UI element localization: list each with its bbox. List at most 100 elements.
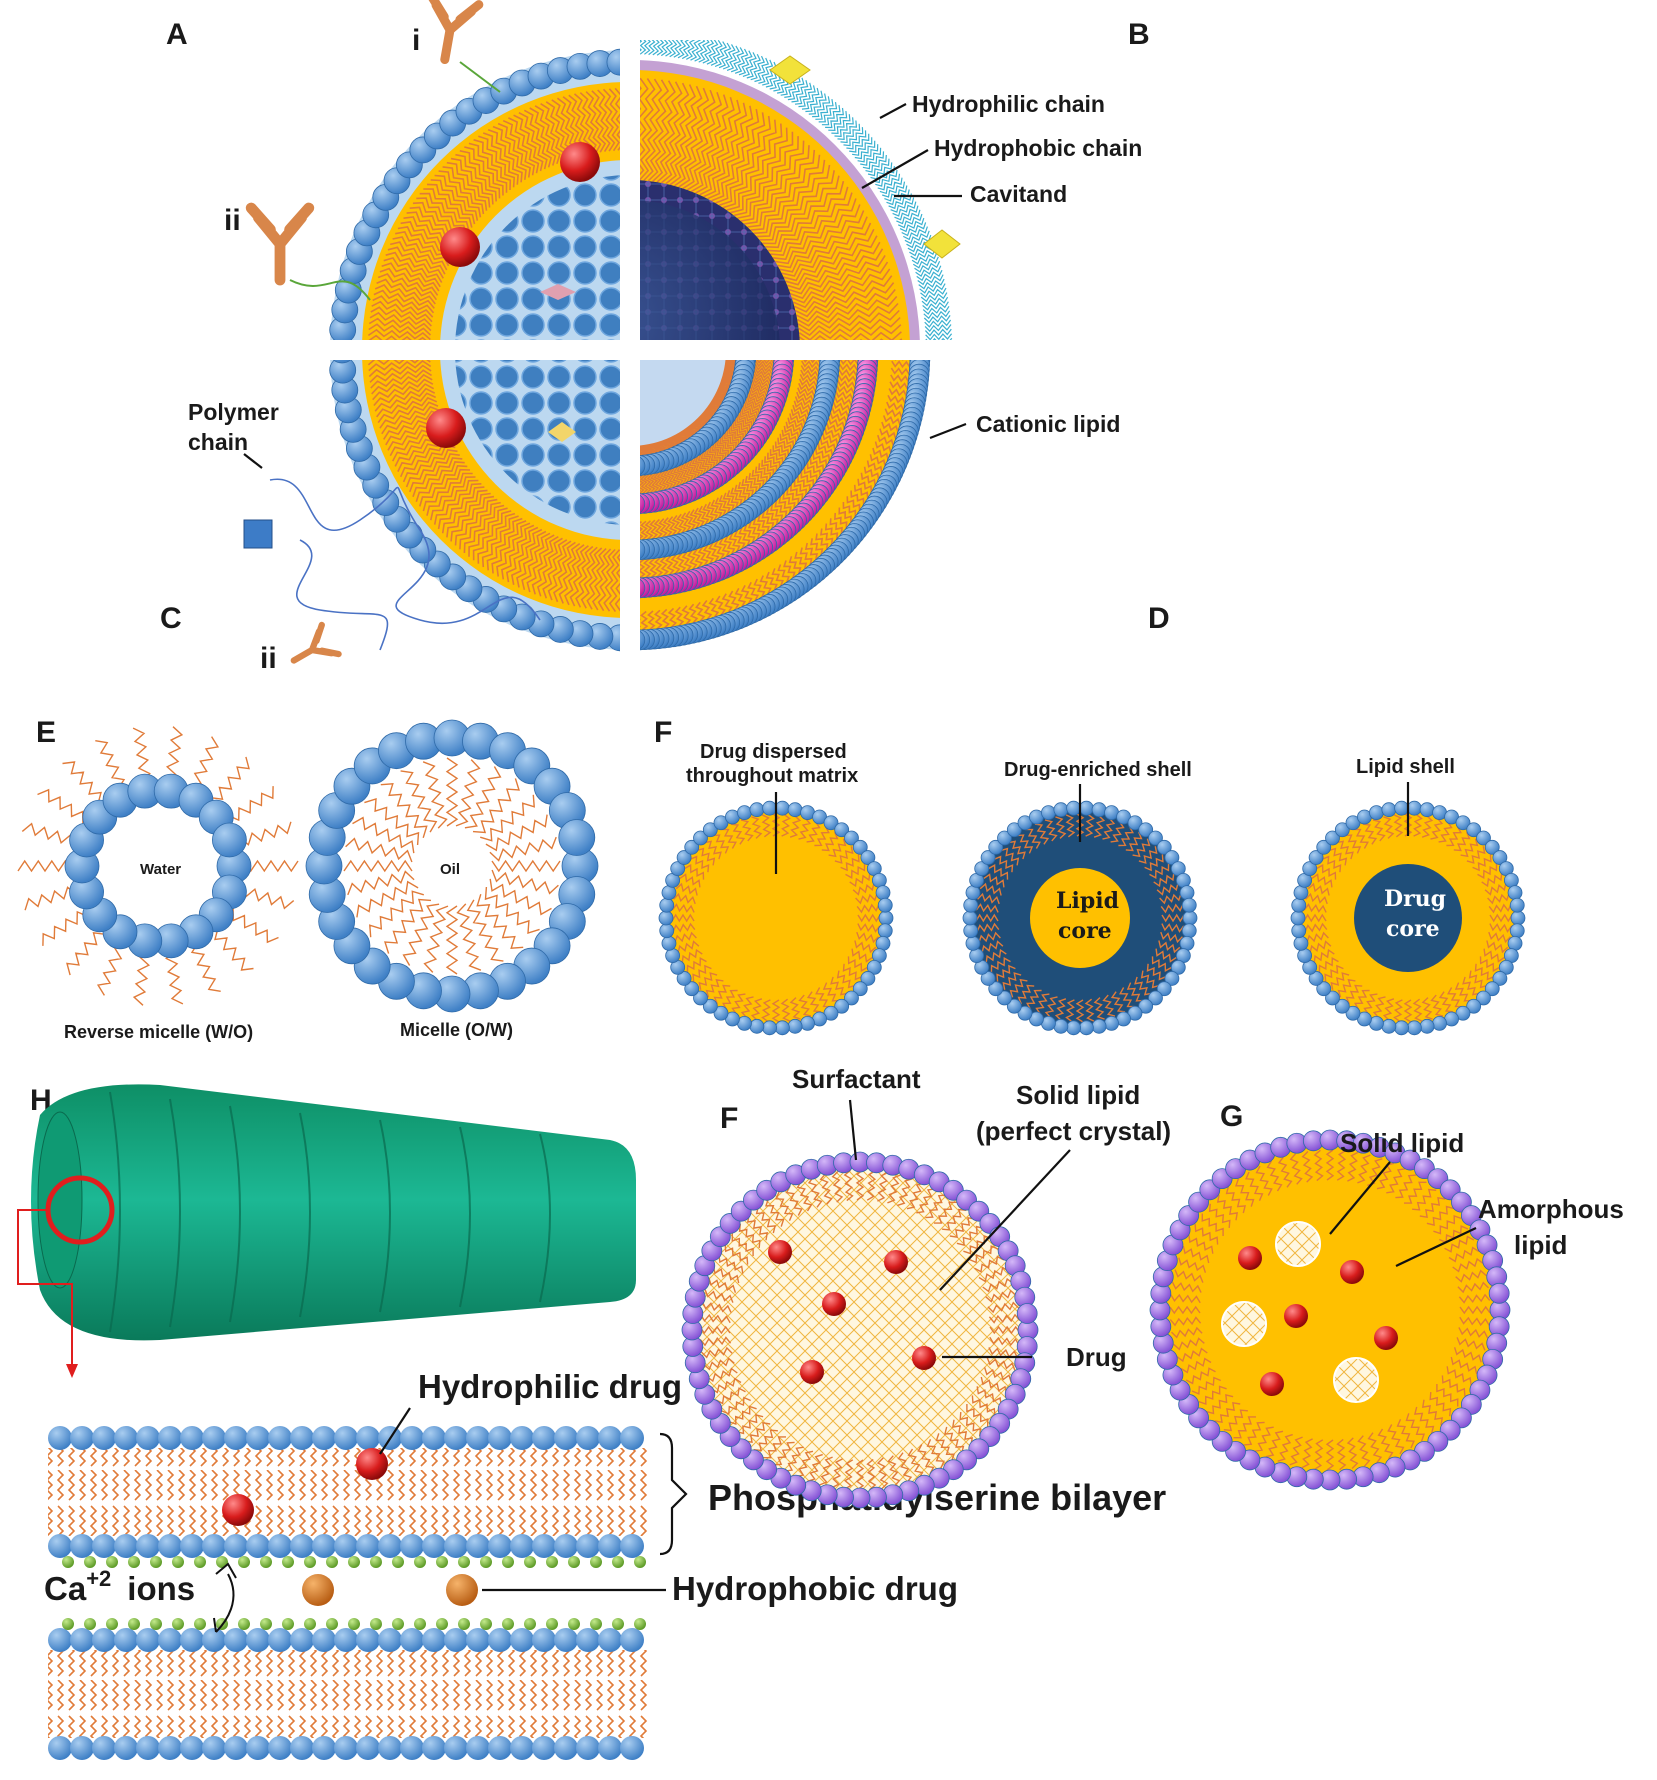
calcium-ion bbox=[546, 1618, 558, 1630]
panel-label-a: A bbox=[166, 18, 188, 51]
sln-model-surfactant-bead bbox=[1316, 981, 1332, 997]
cationic-lipid-bead bbox=[781, 360, 787, 361]
bilayer-head-bead bbox=[290, 1534, 314, 1558]
calcium-ion bbox=[282, 1618, 294, 1630]
sln-model-surfactant-bead bbox=[1345, 1005, 1361, 1021]
calcium-ion bbox=[414, 1556, 426, 1568]
bilayer-head-bead bbox=[268, 1534, 292, 1558]
bilayer-head-bead bbox=[290, 1426, 314, 1450]
bilayer-head-bead bbox=[576, 1628, 600, 1652]
calcium-ion bbox=[634, 1556, 646, 1568]
sln-model-surfactant-bead bbox=[1066, 1020, 1082, 1036]
sln-model-surfactant-bead bbox=[1394, 800, 1410, 816]
sln-model-surfactant-bead bbox=[1325, 990, 1340, 1006]
bilayer-head-bead bbox=[576, 1534, 600, 1558]
sln-model-surfactant-bead bbox=[1291, 923, 1307, 939]
sln-model-surfactant-bead bbox=[860, 971, 876, 986]
bilayer-tails bbox=[48, 1650, 648, 1738]
sln-model-surfactant-bead bbox=[787, 802, 803, 818]
surfactant-label: Surfactant bbox=[792, 1064, 921, 1094]
hydrophilic-chain-label: Hydrophilic chain bbox=[912, 91, 1105, 117]
lamella-tails bbox=[640, 360, 779, 499]
linker bbox=[289, 279, 371, 301]
bilayer-head-bead bbox=[356, 1628, 380, 1652]
surfactant-bead bbox=[1488, 1282, 1510, 1304]
quadrant-c-stealth-liposome bbox=[329, 360, 620, 652]
sln-model-surfactant-bead bbox=[1138, 998, 1154, 1014]
sln-model-surfactant-bead bbox=[1510, 910, 1526, 926]
bilayer-head-bead bbox=[422, 1426, 446, 1450]
sln-model-surfactant-bead bbox=[787, 1018, 803, 1034]
cochleate-end bbox=[37, 1111, 83, 1289]
calcium-ion bbox=[458, 1556, 470, 1568]
bilayer-head-bead bbox=[378, 1736, 402, 1760]
cochleate-spiral-line bbox=[299, 1112, 311, 1318]
bilayer-head-bead bbox=[290, 1736, 314, 1760]
sln-model-surfactant-bead bbox=[965, 885, 981, 901]
cationic-lipid-bead bbox=[640, 578, 646, 597]
sln-model-surfactant-bead bbox=[1476, 990, 1491, 1006]
quadrant-d-multilamellar bbox=[640, 360, 931, 651]
calcium-ion bbox=[304, 1618, 316, 1630]
cationic-lipid-label: Cationic lipid bbox=[976, 411, 1120, 437]
lipid-tails bbox=[367, 87, 620, 340]
reverse-micelle-caption: Reverse micelle (W/O) bbox=[64, 1022, 253, 1042]
core-shade bbox=[640, 200, 780, 340]
bilayer-head-bead bbox=[70, 1426, 94, 1450]
sln-model-surfactant-bead bbox=[1297, 948, 1313, 964]
bilayer-head-bead bbox=[114, 1534, 138, 1558]
sln-model-surfactant-bead bbox=[1182, 910, 1198, 926]
sln-model-surfactant-bead bbox=[713, 1005, 729, 1021]
antibody-arm bbox=[427, 0, 484, 65]
bilayer-head-bead bbox=[290, 1628, 314, 1652]
sln-model-surfactant-bead bbox=[875, 935, 891, 951]
sln-model-surfactant-bead bbox=[974, 861, 990, 877]
lamella-head-bead bbox=[640, 630, 646, 649]
calcium-ion bbox=[436, 1618, 448, 1630]
sln-model-surfactant-bead bbox=[1466, 822, 1482, 838]
sln-model-surfactant-bead bbox=[834, 822, 850, 838]
panel-label-c: C bbox=[160, 602, 182, 635]
drug-particle bbox=[884, 1250, 908, 1274]
bilayer-head-bead bbox=[158, 1426, 182, 1450]
quadrant-b-cavitand-vesicle bbox=[640, 40, 953, 340]
bilayer-head-bead bbox=[510, 1736, 534, 1760]
bilayer-head-bead bbox=[510, 1534, 534, 1558]
sln-model-surfactant-bead bbox=[1507, 885, 1523, 901]
sln-model-surfactant-bead bbox=[1316, 839, 1332, 855]
bilayer-head-bead bbox=[554, 1736, 578, 1760]
sln-model-surfactant-bead bbox=[844, 830, 859, 846]
sln-model-surfactant-bead bbox=[988, 839, 1004, 855]
hydrophobic-drug-ball bbox=[302, 1574, 334, 1606]
polymer-chain bbox=[269, 478, 541, 651]
bilayer-head-bead bbox=[136, 1426, 160, 1450]
sln-model-surfactant-bead bbox=[1170, 959, 1186, 975]
bilayer-head-bead bbox=[70, 1534, 94, 1558]
sln-model-surfactant-bead bbox=[877, 897, 893, 913]
solid-lipid-domain bbox=[1275, 1221, 1321, 1267]
calcium-ion bbox=[612, 1618, 624, 1630]
bilayer-head-bead bbox=[312, 1426, 336, 1450]
nanostructured-lipid-carrier bbox=[1149, 1129, 1511, 1491]
hydrophilic-chain-arrow bbox=[879, 103, 907, 119]
calcium-ion bbox=[84, 1618, 96, 1630]
sln-model-surfactant-bead bbox=[1006, 998, 1022, 1014]
sln-model-surfactant-bead bbox=[963, 897, 979, 913]
calcium-ion bbox=[260, 1556, 272, 1568]
drug-core-label-line1: Drug bbox=[1384, 886, 1446, 912]
sln-model-surfactant-bead bbox=[676, 971, 692, 986]
sln-model-surfactant-bead bbox=[852, 981, 868, 997]
sln-model-surfactant-bead bbox=[860, 850, 876, 865]
hydrophobic-chain-label: Hydrophobic chain bbox=[934, 135, 1142, 161]
bilayer-head-bead bbox=[620, 1628, 644, 1652]
sln-model-surfactant-bead bbox=[1308, 971, 1324, 986]
sln-model-surfactant-bead bbox=[1127, 815, 1143, 831]
cochleate-spiral-line bbox=[169, 1098, 181, 1328]
bilayer-head-bead bbox=[180, 1426, 204, 1450]
sln-model-shell-tails bbox=[975, 813, 1185, 1023]
drug-core-label-line2: core bbox=[1386, 916, 1440, 942]
sln-model-surfactant-bead bbox=[844, 990, 859, 1006]
calcium-ion bbox=[502, 1556, 514, 1568]
bilayer-head-bead bbox=[114, 1426, 138, 1450]
sln-model-surfactant-bead bbox=[969, 948, 985, 964]
